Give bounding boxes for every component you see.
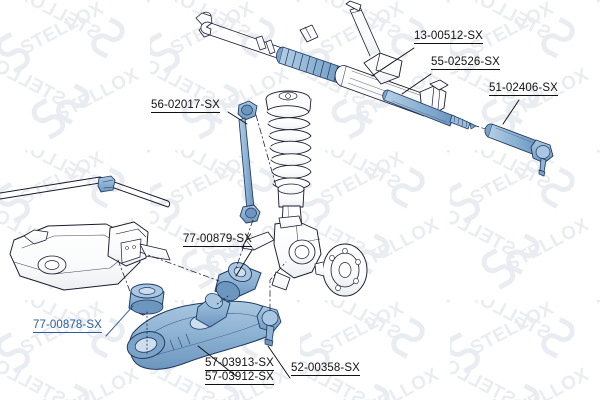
label-13-00512-sx[interactable]: 13-00512-SX: [414, 30, 483, 44]
label-55-02526-sx[interactable]: 55-02526-SX: [431, 56, 500, 70]
label-56-02017-sx[interactable]: 56-02017-SX: [151, 99, 220, 113]
label-51-02406-sx[interactable]: 51-02406-SX: [489, 82, 558, 96]
label-57-03912-sx: 57-03912-SX: [205, 371, 274, 385]
label-77-00879-sx[interactable]: 77-00879-SX: [183, 233, 252, 247]
label-52-00358-sx[interactable]: 52-00358-SX: [291, 362, 360, 376]
label-77-00878-sx-selected[interactable]: 77-00878-SX: [33, 319, 102, 333]
label-57-03913-sx[interactable]: 57-03913-SX 57-03912-SX: [205, 357, 274, 385]
